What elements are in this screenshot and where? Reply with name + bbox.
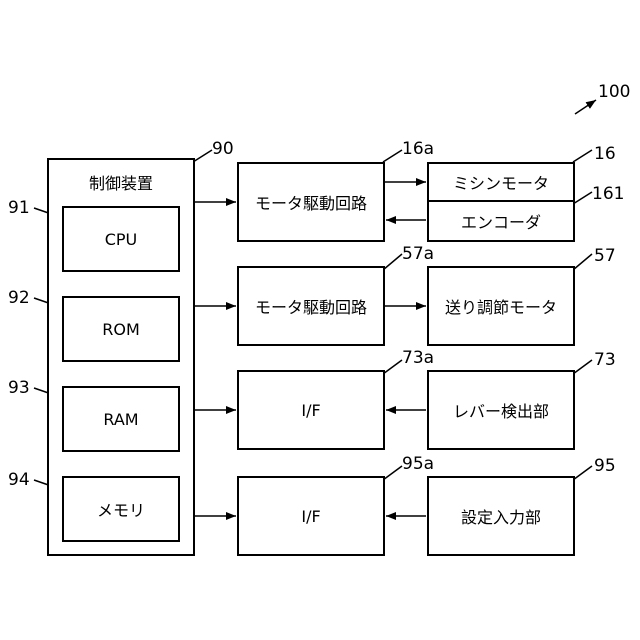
ref-57: 57 xyxy=(594,246,616,266)
ref-16a: 16a xyxy=(402,139,434,159)
leader-16a xyxy=(383,150,402,162)
feed-adjust-motor-label: 送り調節モータ xyxy=(427,266,575,346)
ref-90: 90 xyxy=(212,139,234,159)
encoder-label: エンコーダ xyxy=(427,200,575,242)
interface-95a-label: I/F xyxy=(237,476,385,556)
leader-73 xyxy=(573,360,592,374)
controller-title: 制御装置 xyxy=(47,168,195,196)
ref-94: 94 xyxy=(8,470,30,490)
ref-73a: 73a xyxy=(402,348,434,368)
leader-95 xyxy=(573,466,592,480)
leader-100 xyxy=(575,100,596,114)
motor-drive-circuit-57a-label: モータ駆動回路 xyxy=(237,266,385,346)
cpu-label: CPU xyxy=(62,206,180,272)
ref-100: 100 xyxy=(598,82,630,102)
leader-57 xyxy=(573,254,592,270)
ref-92: 92 xyxy=(8,288,30,308)
interface-73a-label: I/F xyxy=(237,370,385,450)
lever-detector-label: レバー検出部 xyxy=(427,370,575,450)
ref-93: 93 xyxy=(8,378,30,398)
ref-161: 161 xyxy=(592,184,624,204)
ref-95: 95 xyxy=(594,456,616,476)
leader-95a xyxy=(383,466,402,480)
ref-73: 73 xyxy=(594,350,616,370)
ref-95a: 95a xyxy=(402,454,434,474)
leader-161 xyxy=(573,192,592,204)
sewing-motor-label: ミシンモータ xyxy=(427,162,575,202)
ref-16: 16 xyxy=(594,144,616,164)
setting-input-label: 設定入力部 xyxy=(427,476,575,556)
leader-90 xyxy=(193,150,212,162)
ref-91: 91 xyxy=(8,198,30,218)
ref-57a: 57a xyxy=(402,244,434,264)
rom-label: ROM xyxy=(62,296,180,362)
leader-16 xyxy=(573,150,592,162)
ram-label: RAM xyxy=(62,386,180,452)
motor-drive-circuit-16a-label: モータ駆動回路 xyxy=(237,162,385,242)
leader-73a xyxy=(383,360,402,374)
leader-57a xyxy=(383,254,402,270)
memory-label: メモリ xyxy=(62,476,180,542)
